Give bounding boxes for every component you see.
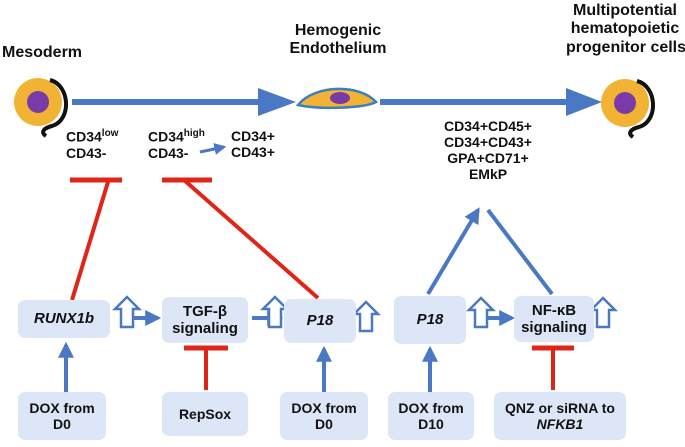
marker-text: CD43-	[148, 144, 189, 161]
stage-label-progenitor: Multipotential hematopoietic progenitor …	[566, 2, 685, 57]
factor-box-p18-right: P18	[394, 296, 466, 344]
stage-label-line: hematopoietic	[570, 20, 680, 38]
endothelial-cell-icon	[295, 87, 378, 110]
marker-text: CD34	[148, 128, 184, 145]
marker-sup: low	[101, 128, 119, 139]
factor-box-p18-left: P18	[284, 299, 356, 343]
arrows-to-emkp	[426, 207, 554, 296]
marker-text: CD43+	[231, 144, 275, 161]
upregulation-icon	[465, 296, 497, 329]
treatment-box-repsox: RepSox	[162, 392, 248, 436]
stage-label-line: Endothelium	[289, 40, 387, 58]
upregulation-icon	[587, 296, 619, 329]
stage-label-line: Hemogenic	[294, 22, 382, 39]
upregulation-icon	[350, 300, 382, 333]
factor-line: signaling	[521, 319, 587, 336]
treatment-box-dox-d10: DOX from D10	[388, 392, 474, 440]
treatment-box-dox-d0-b: DOX from D0	[280, 392, 368, 440]
treatment-line-gene: NFKB1	[536, 416, 584, 432]
factor-line: signaling	[172, 320, 238, 337]
factor-box-nfkb: NF-κB signaling	[514, 296, 594, 342]
marker-text: CD34	[66, 128, 102, 145]
marker-emkp: CD34+CD45+ CD34+CD43+ GPA+CD71+ EMkP	[424, 118, 552, 182]
treatment-line: D0	[53, 416, 71, 432]
treatment-line: QNZ or siRNA to	[505, 399, 615, 416]
stage-label-hemogenic-endothelium: Hemogenic Endothelium	[286, 22, 390, 59]
marker-text: CD43-	[66, 144, 107, 161]
marker-text: EMkP	[468, 166, 508, 183]
marker-cd34high: CD34high CD43-	[148, 128, 205, 161]
inhibit-runx1b-to-cd34low	[70, 177, 122, 301]
marker-cd34pos: CD34+ CD43+	[231, 128, 275, 160]
marker-text: GPA+CD71+	[447, 150, 529, 167]
inhibit-qnz-to-nfkb	[532, 345, 574, 390]
arrow-marker-transition	[199, 143, 227, 155]
factor-line: NF-κB	[531, 301, 577, 319]
treatment-line: DOX from	[398, 399, 464, 416]
arrow-mesoderm-to-endothelium	[72, 88, 296, 116]
stage-label-line: progenitor cells	[566, 38, 685, 56]
stage-label-mesoderm: Mesoderm	[2, 44, 83, 61]
marker-sup: high	[183, 128, 205, 139]
progenitor-cell-icon	[601, 79, 655, 139]
factor-line: TGF-β	[182, 302, 228, 320]
marker-cd34low: CD34low CD43-	[66, 128, 118, 161]
treatment-line: DOX from	[291, 399, 357, 416]
treatment-line: D0	[315, 416, 333, 432]
factor-box-runx1b: RUNX1b	[18, 300, 110, 338]
marker-text: CD34+CD45+	[444, 118, 532, 134]
treatment-line: D10	[418, 416, 444, 432]
treatment-box-qnz-sirna: QNZ or siRNA to NFKB1	[494, 392, 626, 440]
stage-label-line: Multipotential	[573, 2, 677, 19]
arrow-endothelium-to-progenitor	[380, 88, 602, 116]
inhibit-p18-to-cd34high	[162, 177, 320, 300]
marker-text: CD34+CD43+	[444, 134, 532, 151]
factor-box-tgfb: TGF-β signaling	[162, 297, 248, 343]
inhibit-repsox-to-tgfb	[184, 345, 228, 390]
treatment-box-dox-d0-a: DOX from D0	[18, 392, 106, 440]
upregulation-icon	[111, 295, 143, 329]
treatment-line: DOX from	[29, 399, 95, 416]
marker-text: CD34+	[231, 128, 275, 144]
mesoderm-cell-icon	[14, 78, 68, 138]
